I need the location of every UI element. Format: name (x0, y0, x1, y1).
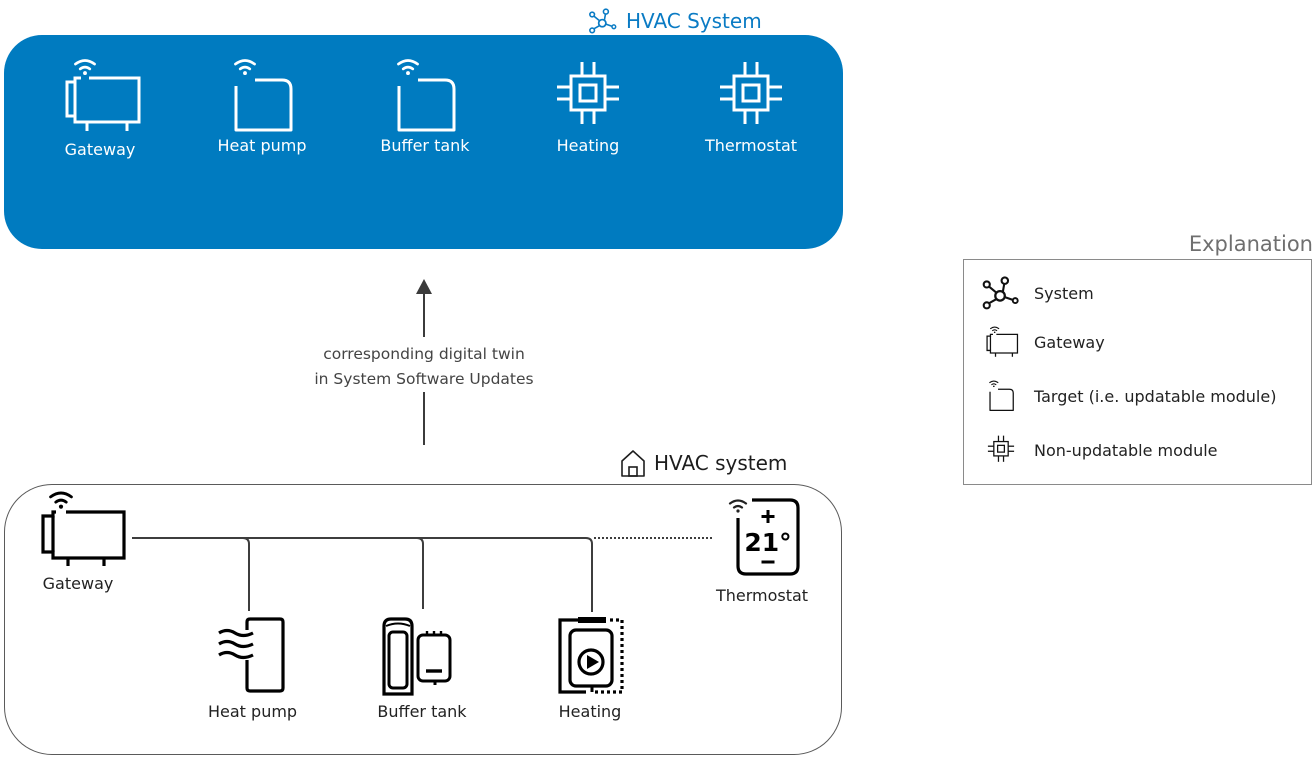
legend-item-non-updatable: Non-updatable module (982, 432, 1218, 468)
twin-item-label: Gateway (64, 140, 136, 159)
twin-item-heating[interactable]: Heating (523, 58, 653, 155)
system-network-icon (982, 275, 1020, 311)
arrow-line (423, 392, 425, 445)
device-label: Thermostat (715, 586, 809, 605)
device-label: Heat pump (208, 702, 298, 721)
twin-item-label: Buffer tank (380, 136, 470, 155)
legend-title: Explanation (1188, 232, 1313, 256)
buffer-tank-icon (382, 617, 452, 696)
device-heat-pump[interactable]: Heat pump (208, 616, 297, 721)
device-heating[interactable]: Heating (548, 616, 632, 721)
legend-item-target: Target (i.e. updatable module) (982, 378, 1276, 414)
legend-item-system: System (982, 275, 1094, 311)
legend: System Gateway Target (i.e. updatable mo… (963, 259, 1312, 485)
relation-caption-line2: in System Software Updates (314, 370, 534, 388)
device-thermostat[interactable]: 21° Thermostat (712, 496, 812, 605)
heat-pump-icon (217, 617, 285, 693)
device-gateway[interactable]: Gateway (36, 490, 130, 593)
arrow-line (423, 292, 425, 337)
gateway-icon (982, 324, 1020, 360)
thermostat-display-value: 21° (744, 528, 791, 557)
device-label: Buffer tank (377, 702, 467, 721)
twin-item-label: Heat pump (217, 136, 307, 155)
legend-label: System (1034, 283, 1094, 303)
bus-line (132, 537, 593, 612)
wire-heat-pump (242, 537, 250, 611)
physical-system-title-text: HVAC system (654, 451, 788, 475)
device-buffer-tank[interactable]: Buffer tank (372, 616, 472, 721)
twin-item-label: Heating (556, 136, 620, 155)
heating-boiler-icon (558, 617, 624, 694)
target-module-icon (982, 378, 1020, 414)
legend-label: Non-updatable module (1034, 440, 1218, 460)
gateway-icon (41, 491, 126, 566)
physical-system-title: HVAC system (620, 448, 787, 478)
device-label: Heating (558, 702, 622, 721)
relation-caption: corresponding digital twin in System Sof… (290, 342, 558, 392)
digital-twin-panel (4, 35, 843, 249)
thermostat-icon: 21° (728, 498, 800, 576)
twin-item-label: Thermostat (704, 136, 798, 155)
house-icon (621, 450, 645, 477)
twin-item-buffer-tank[interactable]: Buffer tank (360, 58, 490, 155)
twin-item-gateway[interactable]: Gateway (35, 58, 165, 159)
twin-item-thermostat[interactable]: Thermostat (686, 58, 816, 155)
arrow-head (416, 279, 432, 294)
physical-system-box (4, 484, 842, 755)
twin-item-heat-pump[interactable]: Heat pump (197, 58, 327, 155)
relation-caption-line1: corresponding digital twin (323, 345, 525, 363)
legend-label: Target (i.e. updatable module) (1034, 386, 1277, 406)
wire-buffer-tank (416, 537, 424, 609)
legend-label: Gateway (1034, 332, 1105, 352)
digital-twin-title: HVAC System (588, 6, 762, 36)
legend-item-gateway: Gateway (982, 324, 1105, 360)
digital-twin-title-text: HVAC System (626, 9, 762, 33)
device-label: Gateway (42, 574, 114, 593)
chip-icon (982, 432, 1020, 468)
